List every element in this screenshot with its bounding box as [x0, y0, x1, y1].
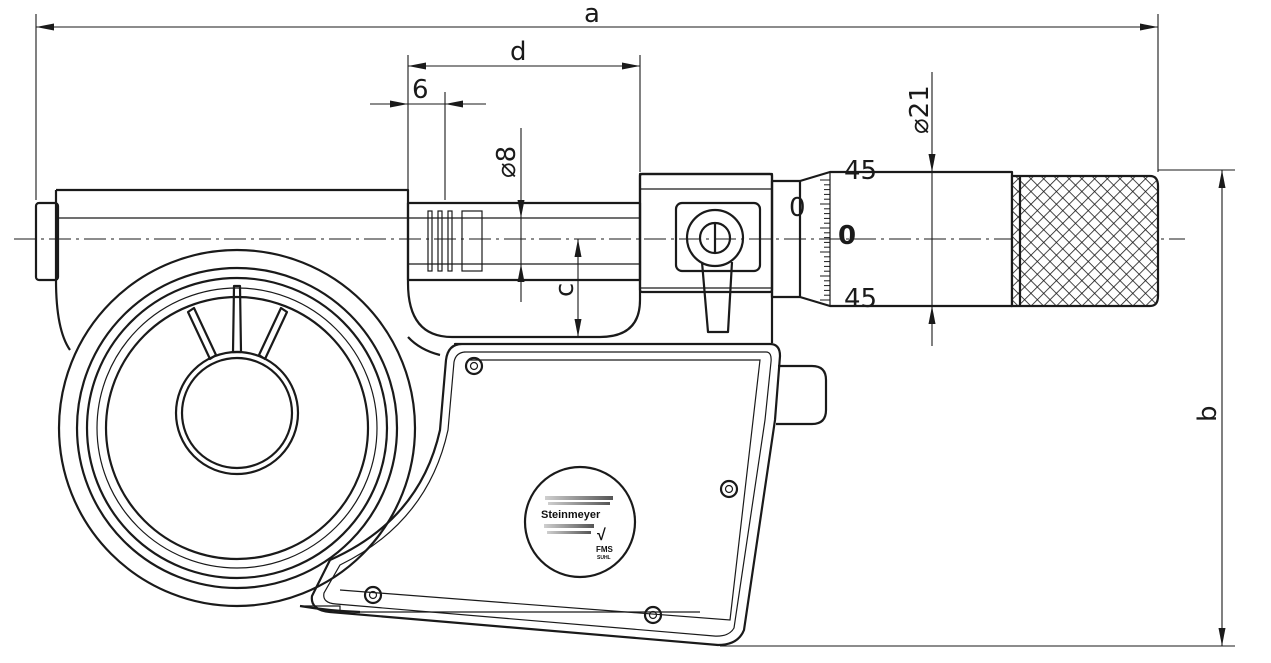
- dim-6-label: 6: [412, 75, 429, 105]
- ratchet-knurl: [1010, 174, 1160, 308]
- steinmeyer-logo: Steinmeyer √ FMS SUHL: [523, 465, 637, 579]
- anvil: [34, 201, 60, 282]
- dial-gauge: [75, 266, 399, 590]
- dim-dia21-label: ⌀21: [905, 85, 935, 134]
- spindle: [406, 201, 642, 282]
- dim-a-label: a: [584, 0, 600, 29]
- dial-pointers: [186, 284, 289, 361]
- thimble-label-zero: 0: [838, 221, 856, 251]
- dimension-c: c: [550, 239, 582, 337]
- thimble-label-bottom: 45: [844, 284, 877, 314]
- logo-fms: FMS: [596, 545, 614, 554]
- thimble-label-top: 45: [844, 156, 877, 186]
- dimension-dia8: ⌀8: [492, 128, 525, 302]
- dim-d-label: d: [510, 37, 527, 67]
- logo-suhl: SUHL: [597, 555, 611, 561]
- dimension-6: 6: [370, 75, 486, 200]
- thimble-graduations: [820, 179, 830, 301]
- thimble: 45 0 0 45: [770, 156, 1014, 314]
- thimble-label-small: 0: [789, 193, 806, 223]
- dim-c-label: c: [550, 283, 580, 297]
- screw-heads: [363, 356, 739, 625]
- logo-check: √: [597, 527, 606, 544]
- dimension-a: a: [35, 0, 1159, 200]
- dimension-dia21: ⌀21: [905, 72, 936, 346]
- frame-body: [54, 172, 774, 614]
- dimension-d: d: [407, 37, 641, 200]
- dimension-b: b: [720, 169, 1235, 647]
- dim-b-label: b: [1193, 405, 1223, 422]
- logo-brand: Steinmeyer: [541, 509, 601, 521]
- dim-dia8-label: ⌀8: [492, 146, 522, 178]
- spindle-lock: [638, 172, 774, 334]
- housing-plate: [310, 342, 828, 647]
